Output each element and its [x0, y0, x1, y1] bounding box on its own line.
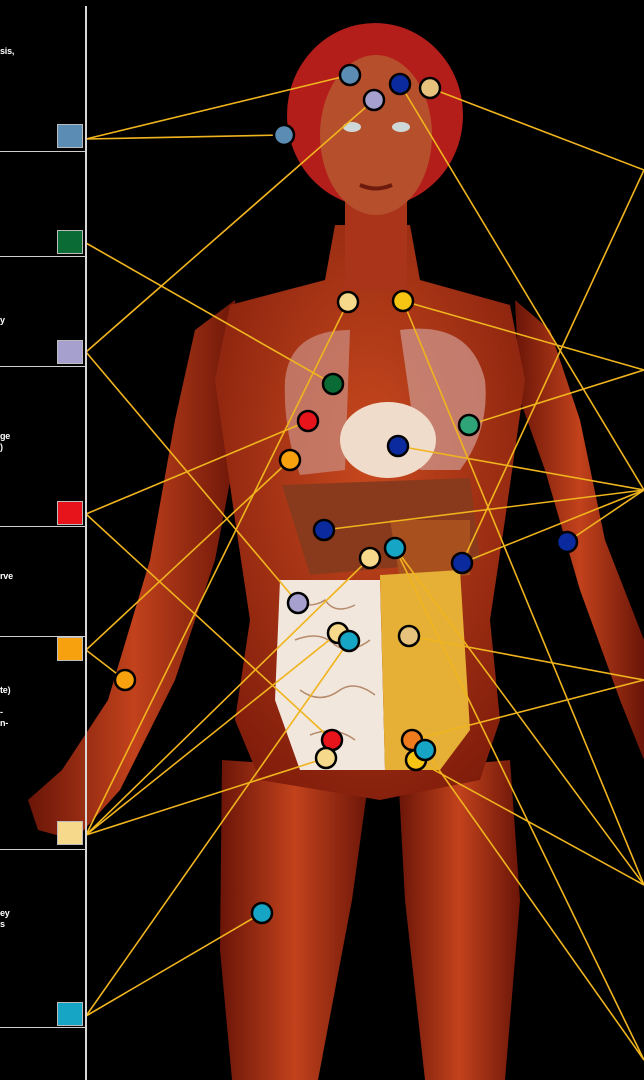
heart-center-dot	[388, 436, 408, 456]
forehead-right-dot	[420, 78, 440, 98]
lung-right-dot	[459, 415, 479, 435]
body-figure	[28, 23, 644, 1080]
heart-upper-dot	[323, 374, 343, 394]
lung-left-dot	[298, 411, 318, 431]
legend-text: sis,	[0, 46, 14, 57]
legend-text: ge )	[0, 431, 10, 453]
legend-text: rve	[0, 571, 13, 582]
throat-left-dot	[338, 292, 358, 312]
legend-section-3: y	[0, 257, 86, 367]
left-eye	[343, 122, 361, 132]
connector-line	[430, 88, 644, 170]
arm-right-dot	[557, 532, 577, 552]
legend-swatch	[57, 1002, 83, 1026]
stomach-center-dot	[385, 538, 405, 558]
legend-swatch	[57, 230, 83, 254]
forearm-left-dot	[115, 670, 135, 690]
connector-line	[86, 135, 284, 139]
legend-text: te) - n-	[0, 685, 10, 729]
legend-text: ey s	[0, 908, 10, 930]
legend-section-1: sis,	[0, 0, 86, 152]
lung-lower-left-dot	[280, 450, 300, 470]
forehead-left-dot	[340, 65, 360, 85]
legend-swatch	[57, 124, 83, 148]
legend-text: y	[0, 315, 5, 326]
thigh-dot	[252, 903, 272, 923]
legend-section-7: ey s	[0, 850, 86, 1028]
stomach-left-dot	[360, 548, 380, 568]
brow-center-dot	[364, 90, 384, 110]
legend-section-5: rve	[0, 527, 86, 637]
intestine-right-dot	[399, 626, 419, 646]
stomach-right-dot	[452, 553, 472, 573]
throat-right-dot	[393, 291, 413, 311]
pelvis-teal-dot	[415, 740, 435, 760]
pelvis-pale-dot	[316, 748, 336, 768]
legend-section-4: ge )	[0, 367, 86, 527]
legend-swatch	[57, 340, 83, 364]
intestine-upper-left-dot	[288, 593, 308, 613]
legend-panel: sis, y ge ) rve te) - n-ey s	[0, 0, 86, 1080]
legend-swatch	[57, 501, 83, 525]
intestine-mid-teal-dot	[339, 631, 359, 651]
forehead-center-dot	[390, 74, 410, 94]
right-eye	[392, 122, 410, 132]
right-leg	[398, 760, 520, 1080]
heart	[340, 402, 436, 478]
legend-swatch	[57, 821, 83, 845]
liver-dot	[314, 520, 334, 540]
legend-rule	[0, 1027, 86, 1028]
right-arm	[515, 300, 644, 760]
legend-section-6: te) - n-	[0, 637, 86, 850]
left-leg	[220, 760, 370, 1080]
temple-dot	[274, 125, 294, 145]
legend-section-2	[0, 152, 86, 257]
